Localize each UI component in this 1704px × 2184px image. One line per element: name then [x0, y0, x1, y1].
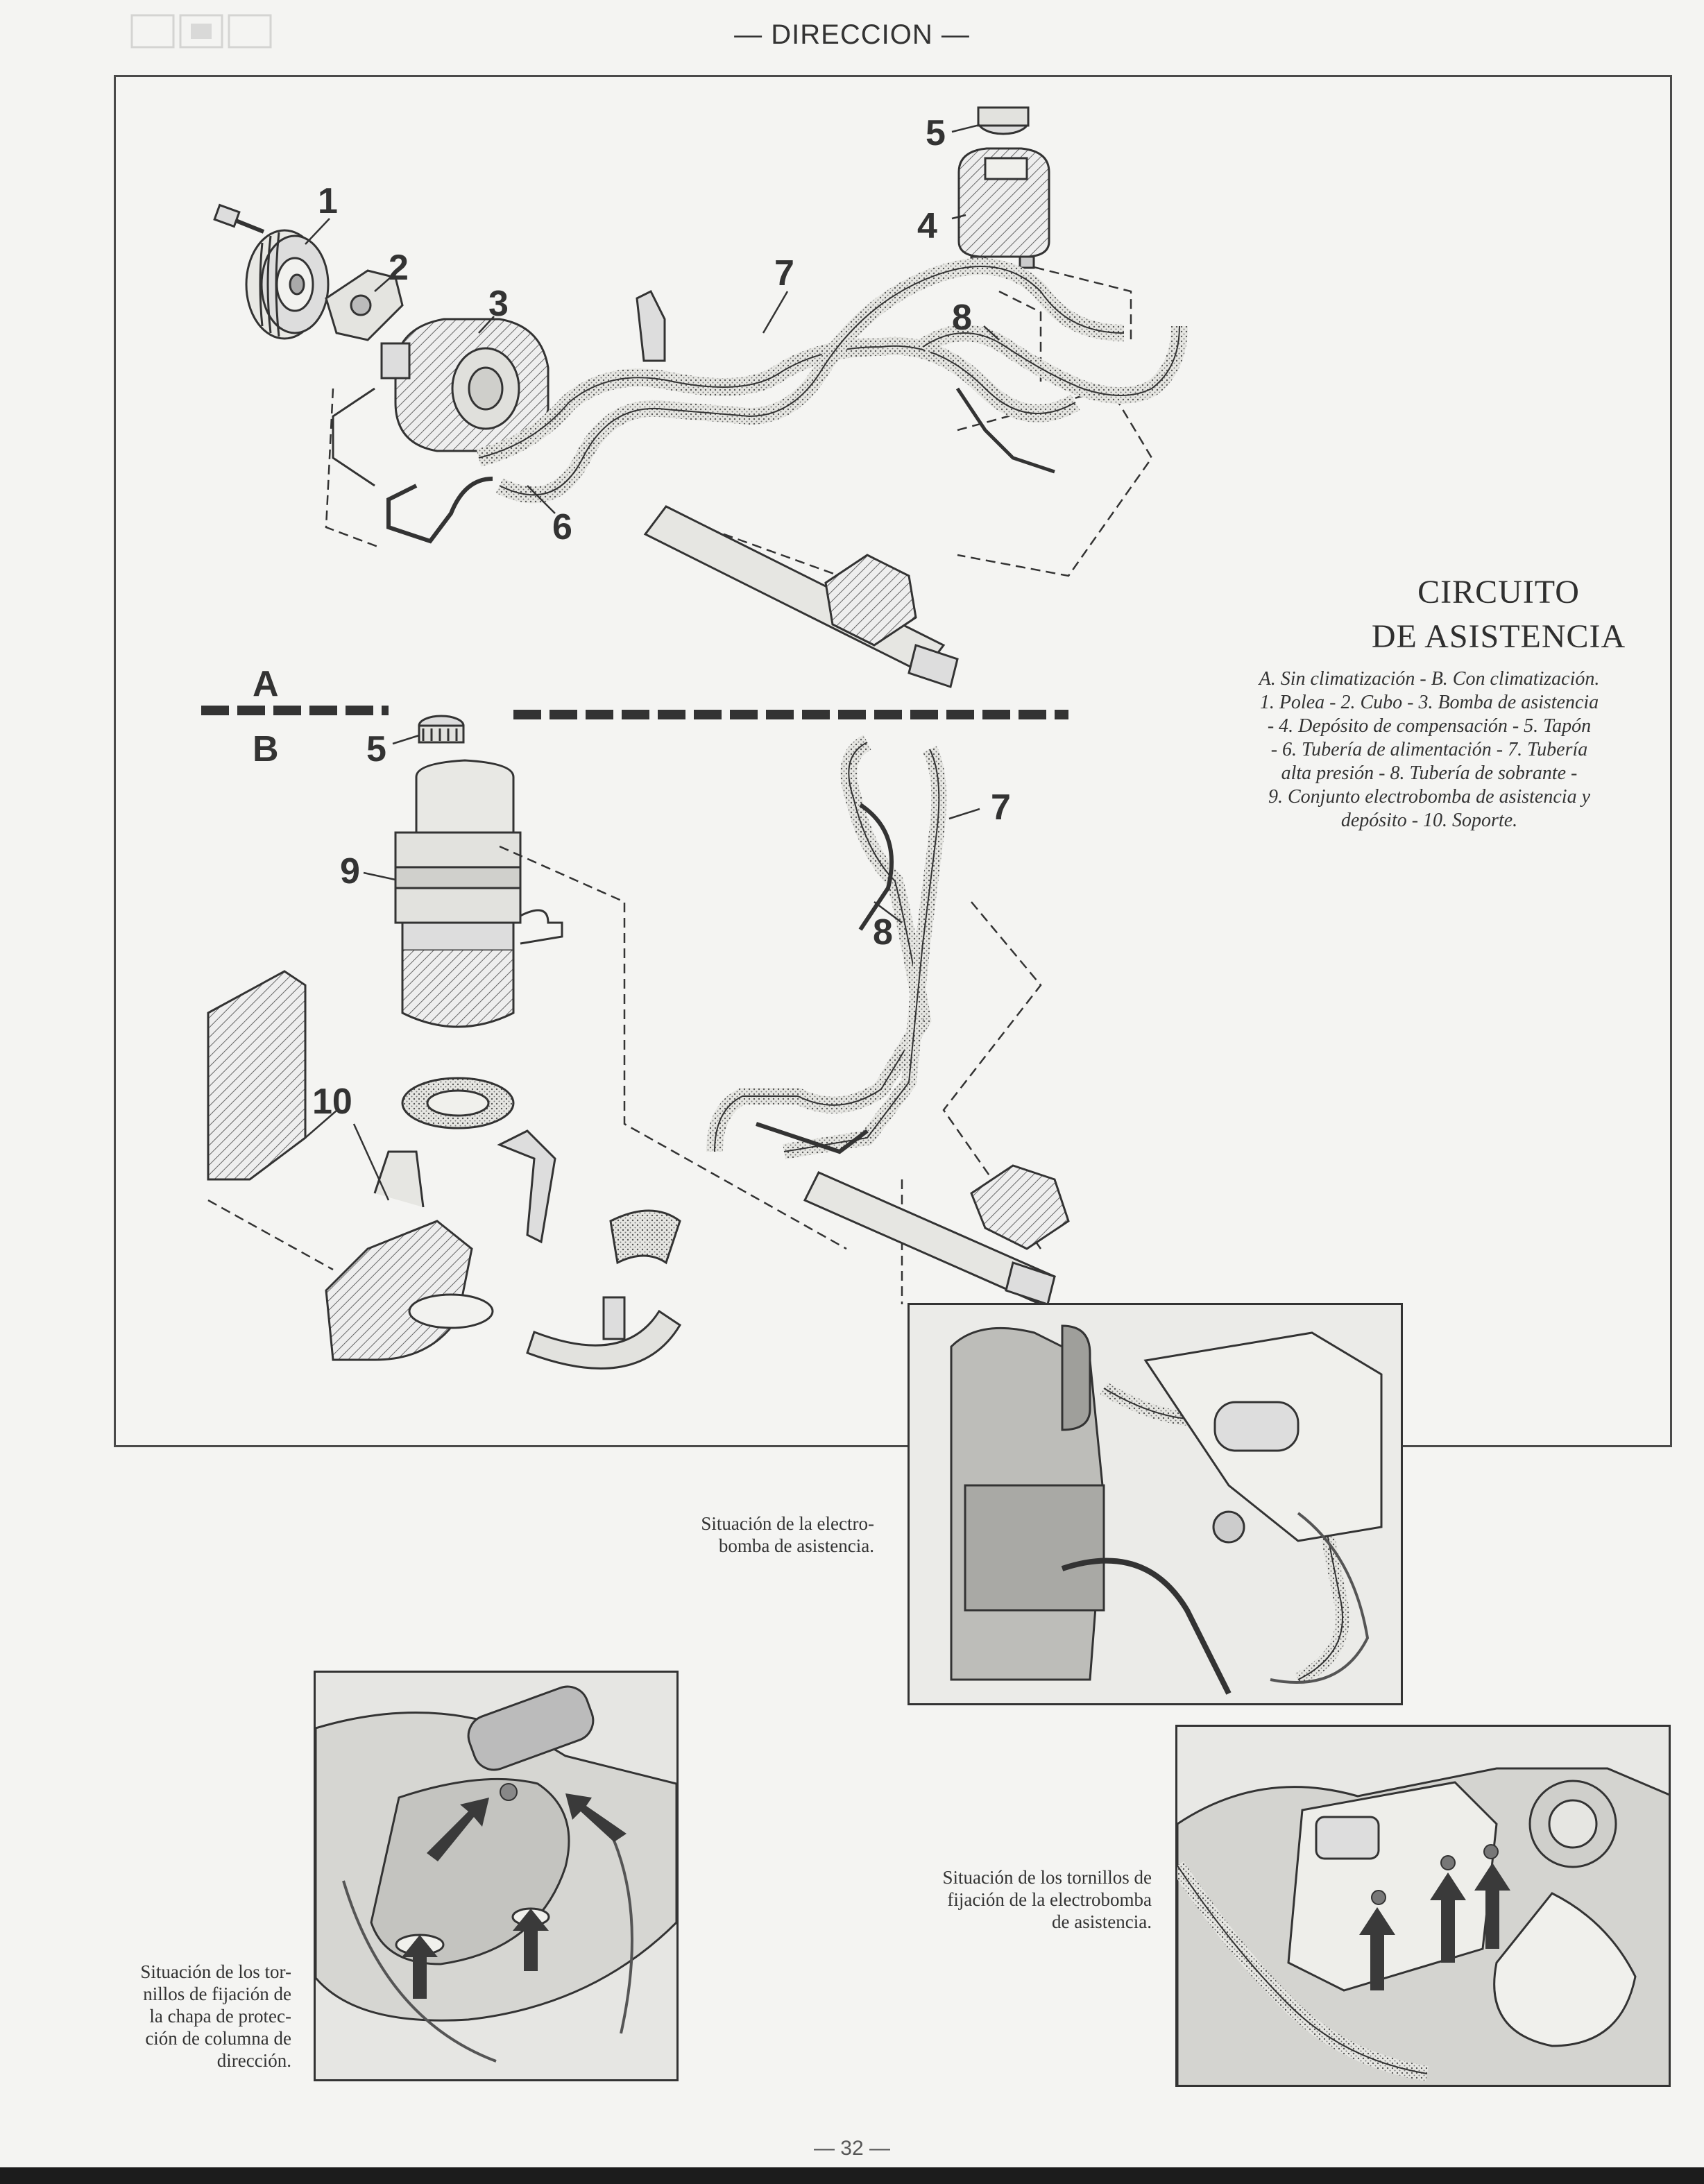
- arrow-up-icon: [1359, 1907, 1395, 1990]
- caption-line: dirección.: [216, 2050, 291, 2071]
- callout-leaders: [305, 123, 1000, 1201]
- legend-line: - 4. Depósito de compensación - 5. Tapón: [1267, 715, 1592, 737]
- arrow-up-icon: [1430, 1872, 1466, 1963]
- support-bracket-part: [325, 1150, 494, 1361]
- caption-line: de asistencia.: [1052, 1911, 1152, 1932]
- cap-part-b: [418, 715, 465, 744]
- callout-3: 3: [488, 284, 509, 324]
- arrow-diagonal-icon: [565, 1793, 627, 1842]
- arrow-diagonal-icon: [427, 1798, 489, 1861]
- bolt-part: [213, 203, 265, 234]
- title-line-1: CIRCUITO: [1417, 574, 1580, 611]
- callout-7: 7: [774, 253, 794, 293]
- section-a-label: A: [253, 664, 279, 704]
- callout-5: 5: [926, 113, 946, 153]
- section-b-label: B: [253, 729, 279, 769]
- caption-line: nillos de fijación de: [143, 1983, 291, 2004]
- reservoir-part: [957, 106, 1050, 269]
- photo-plate-illustration: [316, 1673, 676, 2079]
- caption-line: bomba de asistencia.: [718, 1535, 874, 1556]
- arrow-icons: [402, 1793, 627, 1999]
- caption-line: Situación de los tor-: [140, 1961, 291, 1982]
- caption-electropump-location: Situación de la electro- bomba de asiste…: [638, 1512, 874, 1557]
- scan-edge-strip: [0, 2167, 1704, 2184]
- steering-rack-a: [643, 505, 959, 688]
- arrow-up-icon: [1474, 1863, 1510, 1949]
- caption-line: Situación de la electro-: [701, 1513, 874, 1534]
- diagram-frame: [114, 75, 1672, 1447]
- legend-line: depósito - 10. Soporte.: [1340, 810, 1518, 831]
- arrow-up-icon: [402, 1935, 438, 1999]
- legend-line: 9. Conjunto electrobomba de asistencia y: [1268, 786, 1590, 808]
- legend-line: alta presión - 8. Tubería de sobrante -: [1281, 762, 1578, 784]
- assist-pump-part: [332, 318, 549, 487]
- callout-b-7: 7: [991, 787, 1011, 828]
- page-number: — 32 —: [813, 2137, 891, 2160]
- caption-line: fijación de la electrobomba: [947, 1889, 1152, 1910]
- legend-line: A. Sin climatización - B. Con climatizac…: [1259, 668, 1600, 690]
- title-line-2: DE ASISTENCIA: [1371, 618, 1626, 655]
- photo-electropump-screws: [1175, 1725, 1671, 2087]
- caption-line: la chapa de protec-: [149, 2006, 291, 2027]
- pulley-part: [245, 229, 330, 340]
- caption-electropump-screws: Situación de los tornillos de fijación d…: [867, 1866, 1152, 1933]
- photo-protection-plate-screws: [314, 1671, 679, 2081]
- arrow-up-icon: [513, 1909, 549, 1971]
- callout-b-10: 10: [312, 1082, 352, 1122]
- faded-logo-stamp: [130, 14, 272, 49]
- callout-6: 6: [552, 507, 572, 547]
- caption-line: Situación de los tornillos de: [942, 1867, 1152, 1888]
- diagram-title: CIRCUITO DE ASISTENCIA: [1249, 570, 1704, 659]
- hose-bracket-part: [636, 289, 666, 362]
- electropump-unit-part: [394, 759, 563, 1028]
- callout-b-8: 8: [873, 912, 893, 953]
- photo-electropump-illustration: [910, 1305, 1401, 1703]
- section-divider: [201, 706, 1068, 719]
- diagram-legend: A. Sin climatización - B. Con climatizac…: [1207, 667, 1651, 833]
- callout-4: 4: [917, 206, 937, 246]
- legend-line: 1. Polea - 2. Cubo - 3. Bomba de asisten…: [1259, 692, 1599, 713]
- caption-protection-plate-screws: Situación de los tor- nillos de fijación…: [83, 1961, 291, 2072]
- callout-8: 8: [952, 298, 972, 338]
- photo-electropump-location: [908, 1303, 1403, 1705]
- arrow-icons: [1359, 1863, 1510, 1990]
- callout-b-5: 5: [366, 729, 386, 769]
- steering-rack-b: [803, 1164, 1070, 1306]
- callout-b-9: 9: [340, 851, 360, 891]
- legend-line: - 6. Tubería de alimentación - 7. Tuberí…: [1270, 739, 1588, 760]
- support-pad-part: [401, 1077, 515, 1129]
- mount-plate-part: [207, 970, 307, 1181]
- callout-2: 2: [389, 248, 409, 288]
- page-header-title: — DIRECCION —: [734, 19, 970, 50]
- clamp-strap-part: [497, 1129, 682, 1370]
- section-a-components: [213, 106, 1188, 688]
- hub-part: [325, 269, 404, 341]
- callout-1: 1: [318, 181, 338, 221]
- hoses-a: [386, 258, 1188, 544]
- hoses-b: [706, 735, 947, 1159]
- caption-line: ción de columna de: [145, 2028, 291, 2049]
- photo-screws-illustration: [1177, 1727, 1669, 2085]
- section-b-components: [207, 715, 1070, 1370]
